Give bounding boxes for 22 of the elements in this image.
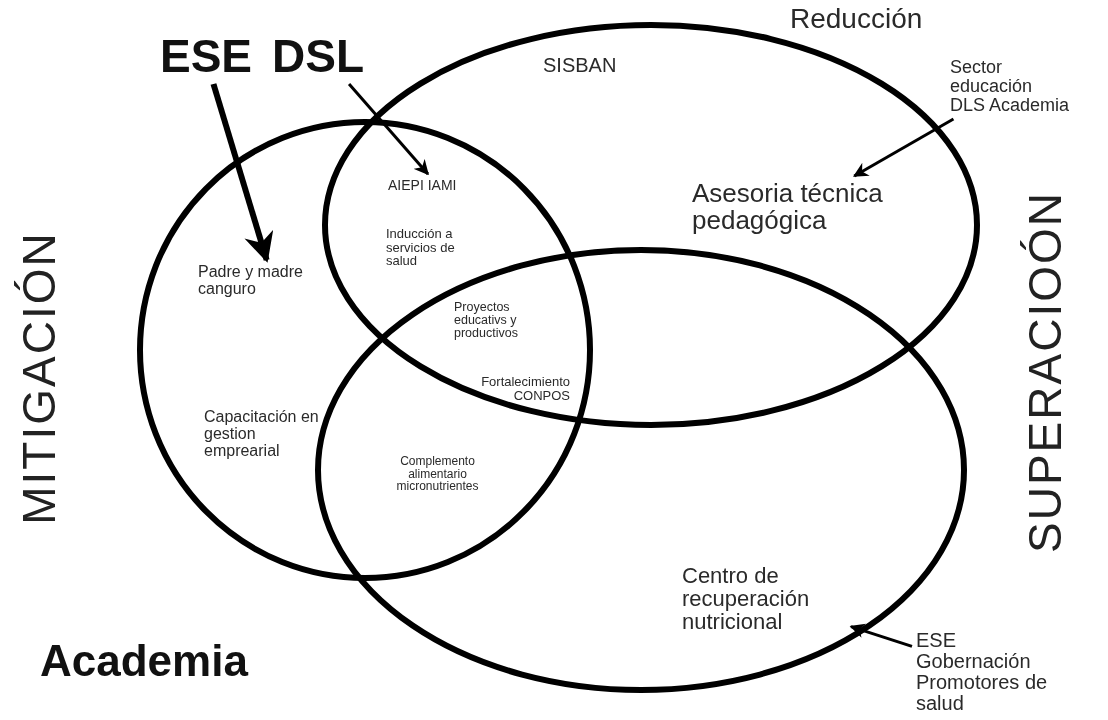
text-label: SISBAN: [543, 55, 618, 76]
text-label: Padre y madre canguro: [198, 264, 348, 298]
text-label: Capacitación en gestion emprearial: [204, 409, 319, 460]
text-label: Complemento alimentario micronutrientes: [395, 455, 480, 493]
text-label: Academia: [40, 638, 250, 685]
arrow: [853, 117, 955, 178]
text-label: AIEPI IAMI: [388, 178, 488, 193]
text-label: Inducción a servicios de salud: [386, 227, 456, 268]
text-label: ESE Gobernación Promotores de salud: [916, 630, 1066, 714]
arrow: [849, 623, 913, 648]
text-label: Asesoria técnica pedagógica: [692, 180, 907, 235]
section-label: SUPERACIOÓN: [1022, 191, 1068, 553]
text-label: DSL: [272, 32, 377, 81]
arrow: [347, 83, 430, 176]
text-label: ESE: [160, 32, 250, 81]
text-label: Reducción: [790, 4, 924, 34]
text-label: Proyectos educativs y productivos: [454, 301, 519, 341]
section-label: MITIGACIÓN: [15, 231, 62, 525]
text-label: Centro de recuperación nutricional: [682, 564, 847, 634]
text-label: Fortalecimiento CONPOS: [480, 375, 570, 403]
text-label: Sector educación DLS Academia: [950, 58, 1070, 115]
arrow: [210, 83, 274, 263]
